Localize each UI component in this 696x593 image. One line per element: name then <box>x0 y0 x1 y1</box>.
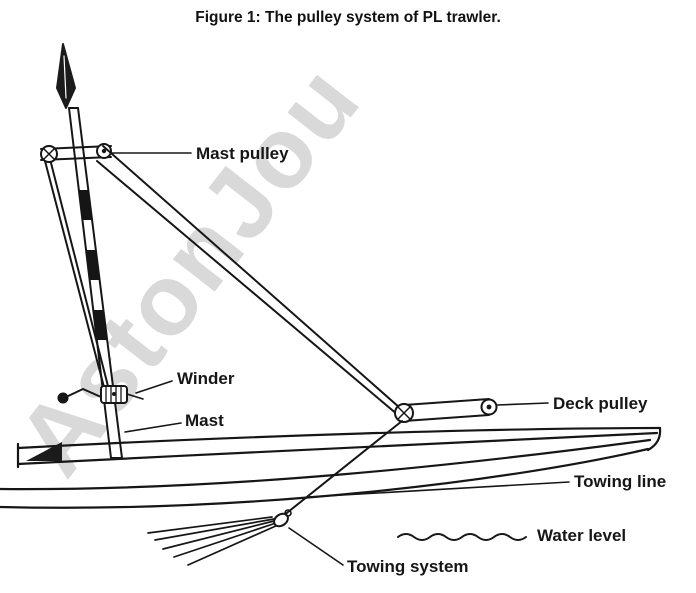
label-mast-pulley: Mast pulley <box>196 144 289 163</box>
label-towing-line: Towing line <box>574 472 667 491</box>
hull-graphic <box>0 426 662 509</box>
rigging-ropes <box>44 145 401 416</box>
label-mast: Mast <box>185 411 224 430</box>
label-water-level: Water level <box>537 526 627 545</box>
towing-system-graphic <box>147 420 403 566</box>
label-deck-pulley: Deck pulley <box>553 394 648 413</box>
figure-title: Figure 1: The pulley system of PL trawle… <box>195 9 501 26</box>
label-winder: Winder <box>177 369 235 388</box>
winder-graphic <box>57 385 144 404</box>
label-towing-system: Towing system <box>347 557 469 576</box>
water-level-line <box>397 533 527 541</box>
deck-pulley-graphic <box>394 398 498 423</box>
mast-pulley-graphic <box>40 143 112 163</box>
leader-lines <box>110 152 570 566</box>
